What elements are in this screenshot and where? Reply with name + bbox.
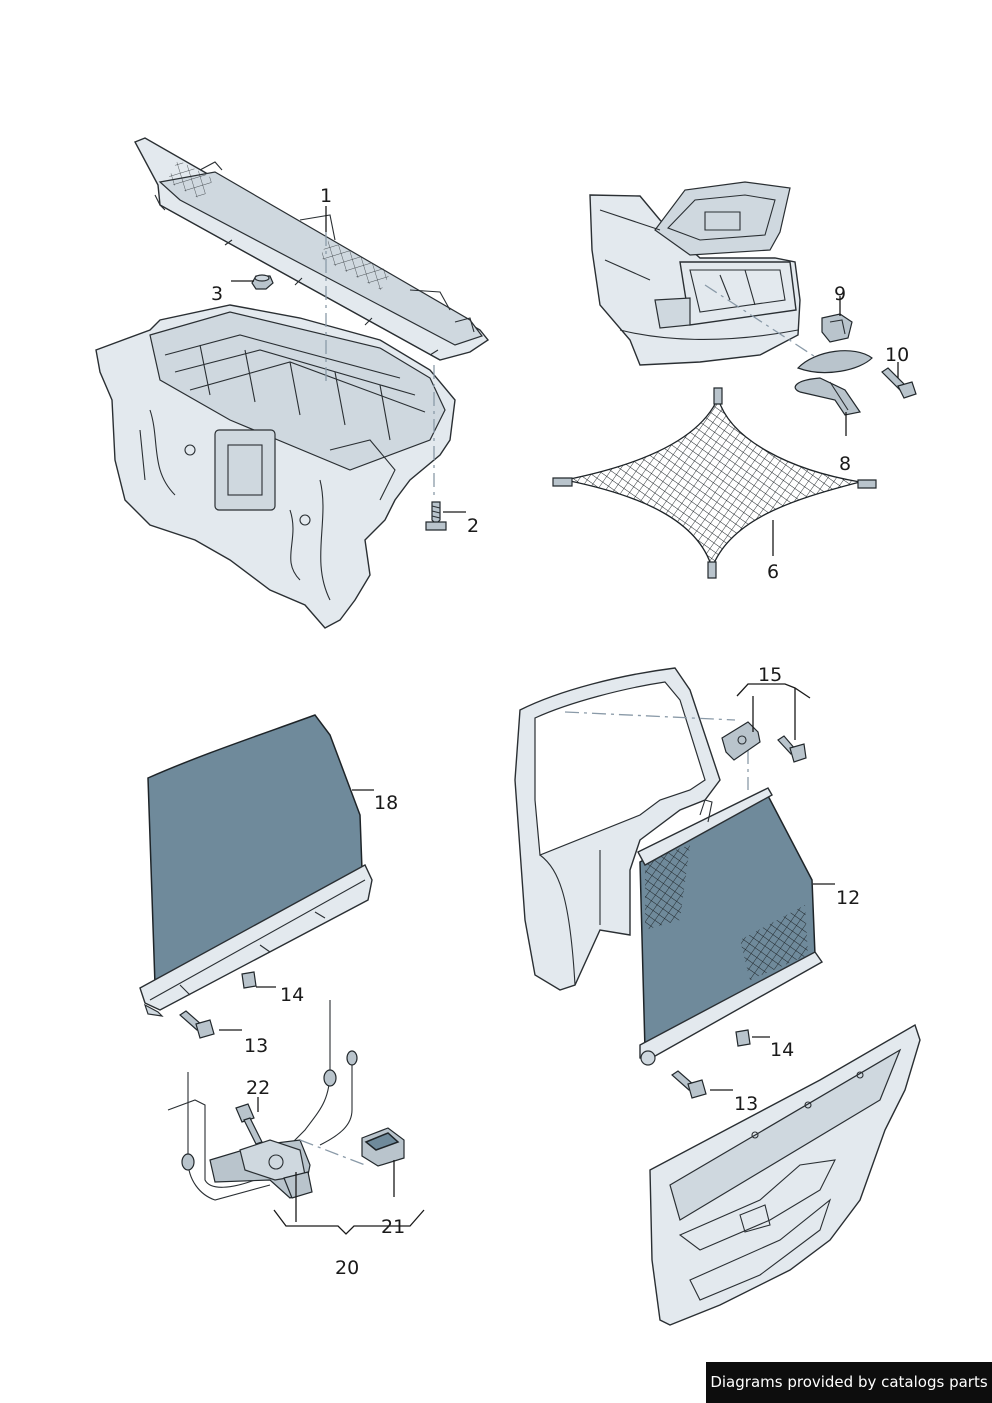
screw-item-15 — [777, 735, 807, 763]
clip-item-9 — [821, 313, 853, 343]
screw-item-2 — [425, 501, 447, 531]
luggage-cover-roller — [134, 137, 490, 361]
callout-2: 2 — [467, 515, 479, 537]
callout-13-left: 13 — [244, 1035, 268, 1057]
clip-item-14-left — [241, 971, 257, 989]
callout-13-right: 13 — [734, 1093, 758, 1115]
blind-motor-assembly-item-20 — [167, 1000, 358, 1201]
screw-item-10 — [881, 367, 917, 399]
clip-item-14-right — [735, 1029, 751, 1047]
callout-6: 6 — [767, 561, 779, 583]
callout-14-left: 14 — [280, 984, 304, 1006]
door-trim-panel — [649, 1023, 921, 1326]
screw-item-22 — [235, 1103, 263, 1145]
bracket-item-15 — [721, 721, 761, 761]
callout-22: 22 — [246, 1077, 270, 1099]
bag-hook-item-8 — [794, 350, 873, 416]
callout-9: 9 — [834, 283, 846, 305]
rear-parcel-shelf-panel — [95, 304, 456, 629]
luggage-net-item-6 — [552, 387, 877, 579]
callout-8: 8 — [839, 453, 851, 475]
callout-12: 12 — [836, 887, 860, 909]
sunblind-item-18 — [139, 714, 373, 1017]
callout-15: 15 — [758, 664, 782, 686]
callout-20: 20 — [335, 1257, 359, 1279]
leader-lines — [219, 206, 899, 1235]
callout-18: 18 — [374, 792, 398, 814]
screw-item-13-left — [179, 1010, 215, 1039]
screw-item-13-right — [671, 1070, 707, 1099]
vehicle-rear-view — [589, 181, 801, 366]
callout-10: 10 — [885, 344, 909, 366]
sunblind-item-12 — [637, 787, 824, 1066]
callout-3: 3 — [211, 283, 223, 305]
credit-banner: Diagrams provided by catalogs parts — [706, 1362, 992, 1403]
connector-item-21 — [361, 1127, 405, 1167]
callout-14-right: 14 — [770, 1039, 794, 1061]
rear-door-frame — [514, 667, 721, 991]
nut-item-3 — [251, 274, 274, 290]
callout-21: 21 — [381, 1216, 405, 1238]
callout-1: 1 — [320, 185, 332, 207]
